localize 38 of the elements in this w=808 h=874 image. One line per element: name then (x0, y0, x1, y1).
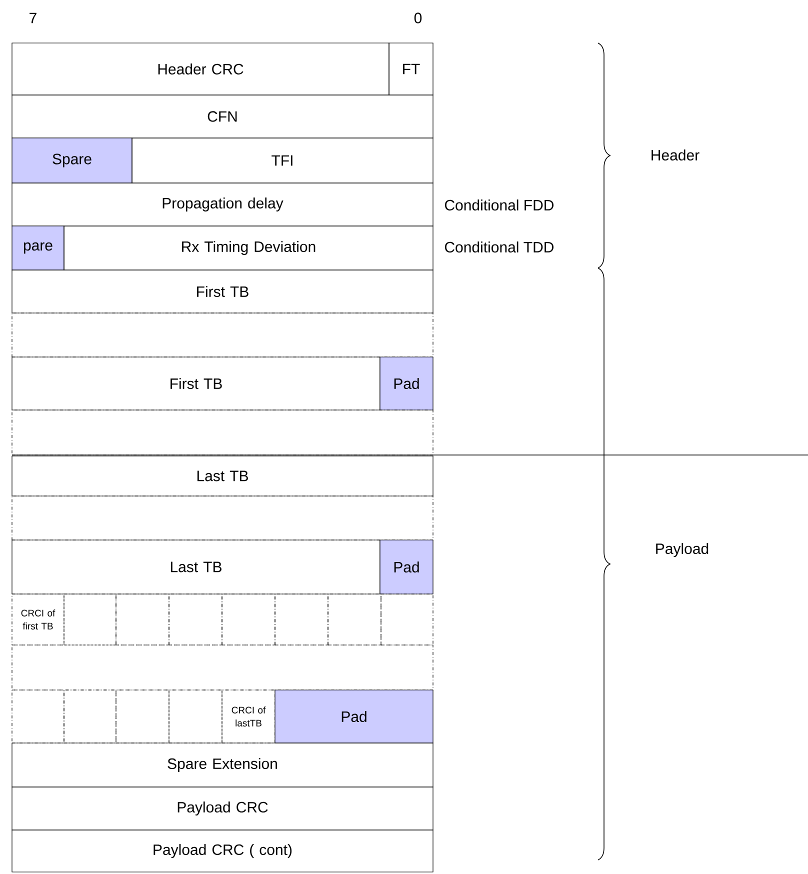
empty-field-box (64, 690, 116, 744)
section-label: Header (652, 150, 700, 160)
pad-field: Spare (12, 138, 132, 184)
empty-field-box (116, 594, 170, 646)
field-box: Last TB (12, 540, 380, 594)
empty-field-box (64, 594, 116, 646)
empty-field-box (12, 410, 434, 456)
empty-field-box (12, 496, 434, 540)
pad-field: Pad (380, 540, 434, 594)
field-box: First TB (12, 270, 434, 314)
field-box: CRCI of first TB (12, 594, 64, 646)
empty-field-box (380, 594, 434, 646)
field-box: Propagation delay (12, 182, 434, 226)
pad-field: pare (12, 226, 64, 270)
field-box: First TB (12, 356, 380, 410)
empty-field-box (328, 594, 382, 646)
condition-note: Conditional FDD (444, 200, 554, 210)
pad-field: Pad (274, 690, 434, 744)
field-box: FT (388, 42, 434, 96)
bit-number: 0 (414, 12, 422, 24)
empty-field-box (274, 594, 328, 646)
bit-number: 7 (30, 12, 36, 24)
field-box: Payload CRC (12, 786, 434, 830)
field-box: Last TB (12, 456, 434, 496)
pad-field: Pad (380, 356, 434, 410)
section-label: Payload (656, 543, 708, 557)
empty-field-box (168, 594, 222, 646)
empty-field-box (12, 312, 434, 358)
empty-field-box (222, 594, 276, 646)
empty-field-box (116, 690, 170, 744)
empty-field-box (168, 690, 222, 744)
field-box: Header CRC (12, 42, 390, 96)
empty-field-box (12, 690, 64, 744)
field-box: Payload CRC ( cont) (12, 830, 434, 872)
condition-note: Conditional TDD (444, 242, 554, 252)
field-box: Rx Timing Deviation (64, 226, 434, 270)
field-box: Spare Extension (12, 742, 434, 788)
field-box: TFI (132, 138, 434, 184)
